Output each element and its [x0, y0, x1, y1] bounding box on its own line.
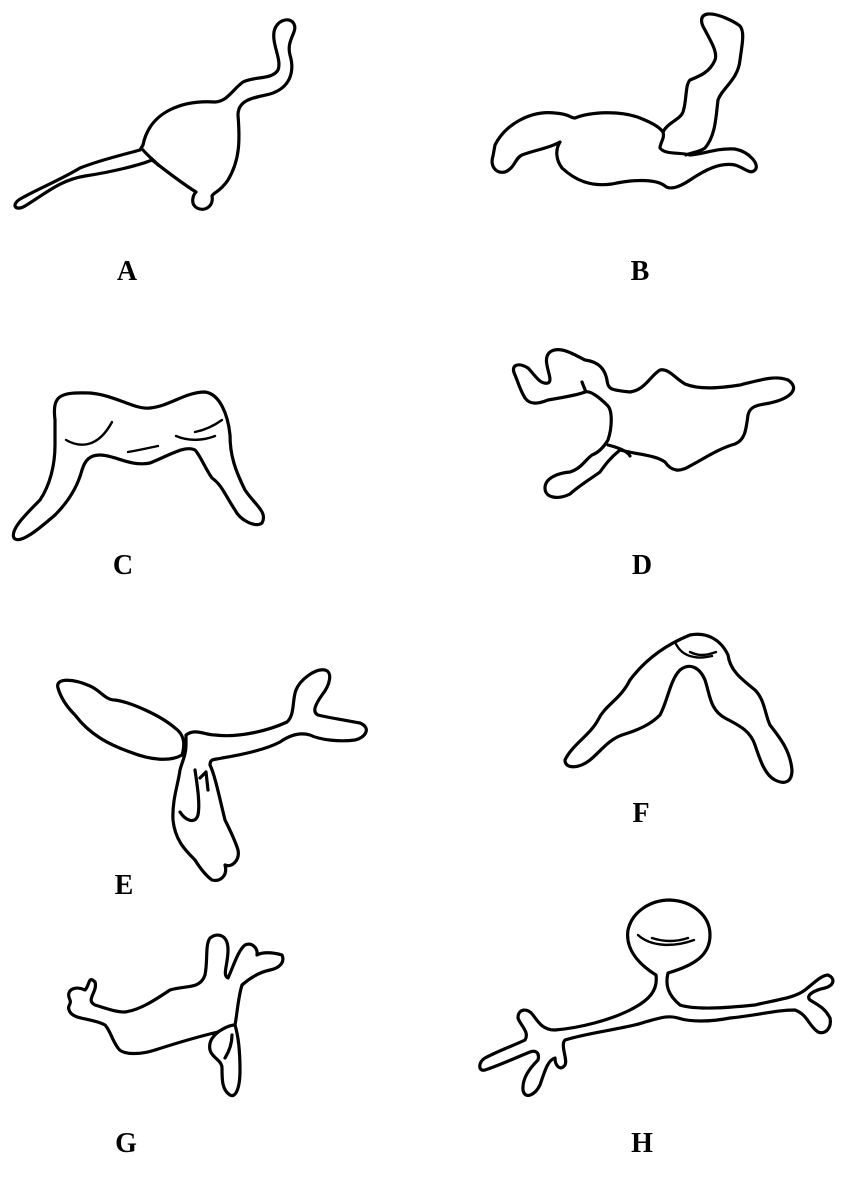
panel-b-drawing — [490, 12, 758, 190]
panel-e-drawing — [56, 668, 368, 882]
panel-label-d: D — [631, 550, 653, 581]
panel-label-g: G — [115, 1128, 137, 1159]
panel-label-c: C — [112, 550, 134, 581]
panel-label-b: B — [630, 256, 650, 287]
panel-label-a: A — [116, 256, 138, 287]
panel-d-drawing — [511, 348, 795, 499]
panel-label-f: F — [632, 798, 650, 829]
panel-h-drawing — [478, 898, 835, 1098]
panel-label-h: H — [631, 1128, 653, 1159]
panel-label-e: E — [114, 870, 134, 901]
panel-a-drawing — [13, 18, 297, 211]
panel-g-drawing — [67, 933, 285, 1098]
panel-f-drawing — [563, 632, 794, 784]
panel-c-drawing — [11, 390, 266, 542]
